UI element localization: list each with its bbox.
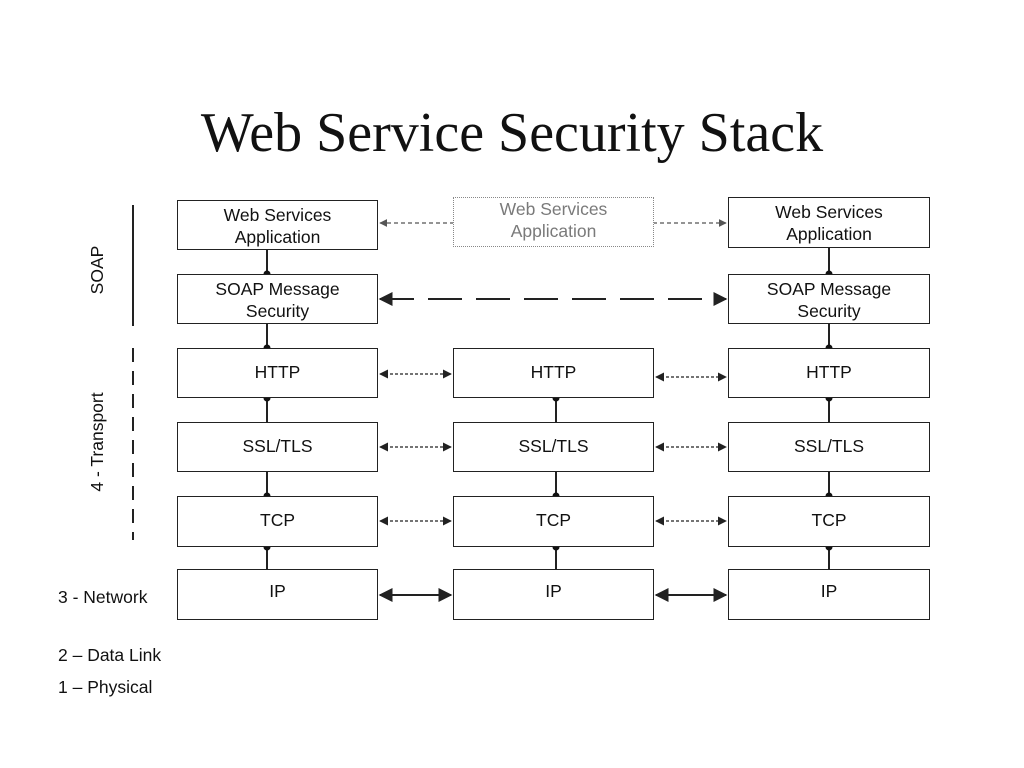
box-label-line-1: SOAP Message (766, 279, 892, 299)
box-label-line-1: Web Services (223, 205, 332, 225)
box-label: TCP (260, 510, 295, 530)
layer-label-data-link: 2 – Data Link (58, 645, 162, 665)
layer-label-network: 3 - Network (58, 587, 148, 607)
box-label: HTTP (806, 362, 852, 382)
middle-ip-box: IP (453, 569, 654, 620)
box-label: HTTP (530, 362, 577, 382)
layer-label-transport: 4 - Transport (87, 392, 107, 492)
box-label: IP (269, 581, 286, 601)
left-ip-box: IP (177, 569, 378, 620)
box-label: HTTP (254, 362, 301, 382)
box-label-line-1: Web Services (775, 202, 883, 222)
box-label: SSL/TLS (242, 436, 313, 456)
box-label-line-2: Security (245, 301, 310, 321)
layer-label-physical: 1 – Physical (58, 677, 153, 697)
box-label: IP (545, 581, 562, 601)
right-web-services-application-box: Web Services Application (728, 197, 930, 248)
box-label: SSL/TLS (793, 436, 865, 456)
middle-web-services-application-box: Web Services Application (453, 197, 654, 247)
box-label-line-1: Web Services (499, 199, 608, 219)
left-soap-message-security-box: SOAP Message Security (177, 274, 378, 324)
middle-ssl-tls-box: SSL/TLS (453, 422, 654, 472)
right-soap-message-security-box: SOAP Message Security (728, 274, 930, 324)
right-ssl-tls-box: SSL/TLS (728, 422, 930, 472)
box-label-line-2: Application (234, 227, 321, 247)
right-tcp-box: TCP (728, 496, 930, 547)
middle-http-box: HTTP (453, 348, 654, 398)
left-tcp-box: TCP (177, 496, 378, 547)
box-label: IP (820, 581, 838, 601)
layer-label-soap: SOAP (87, 245, 107, 295)
box-label: SSL/TLS (518, 436, 589, 456)
left-ssl-tls-box: SSL/TLS (177, 422, 378, 472)
left-http-box: HTTP (177, 348, 378, 398)
box-label: TCP (536, 510, 571, 530)
middle-tcp-box: TCP (453, 496, 654, 547)
box-label-line-2: Security (797, 301, 861, 321)
left-web-services-application-box: Web Services Application (177, 200, 378, 250)
slide-title: Web Service Security Stack (200, 102, 824, 164)
box-label-line-2: Application (510, 221, 597, 241)
box-label-line-2: Application (786, 224, 872, 244)
box-label-line-1: SOAP Message (215, 279, 340, 299)
right-ip-box: IP (728, 569, 930, 620)
right-http-box: HTTP (728, 348, 930, 398)
box-label: TCP (811, 510, 847, 530)
